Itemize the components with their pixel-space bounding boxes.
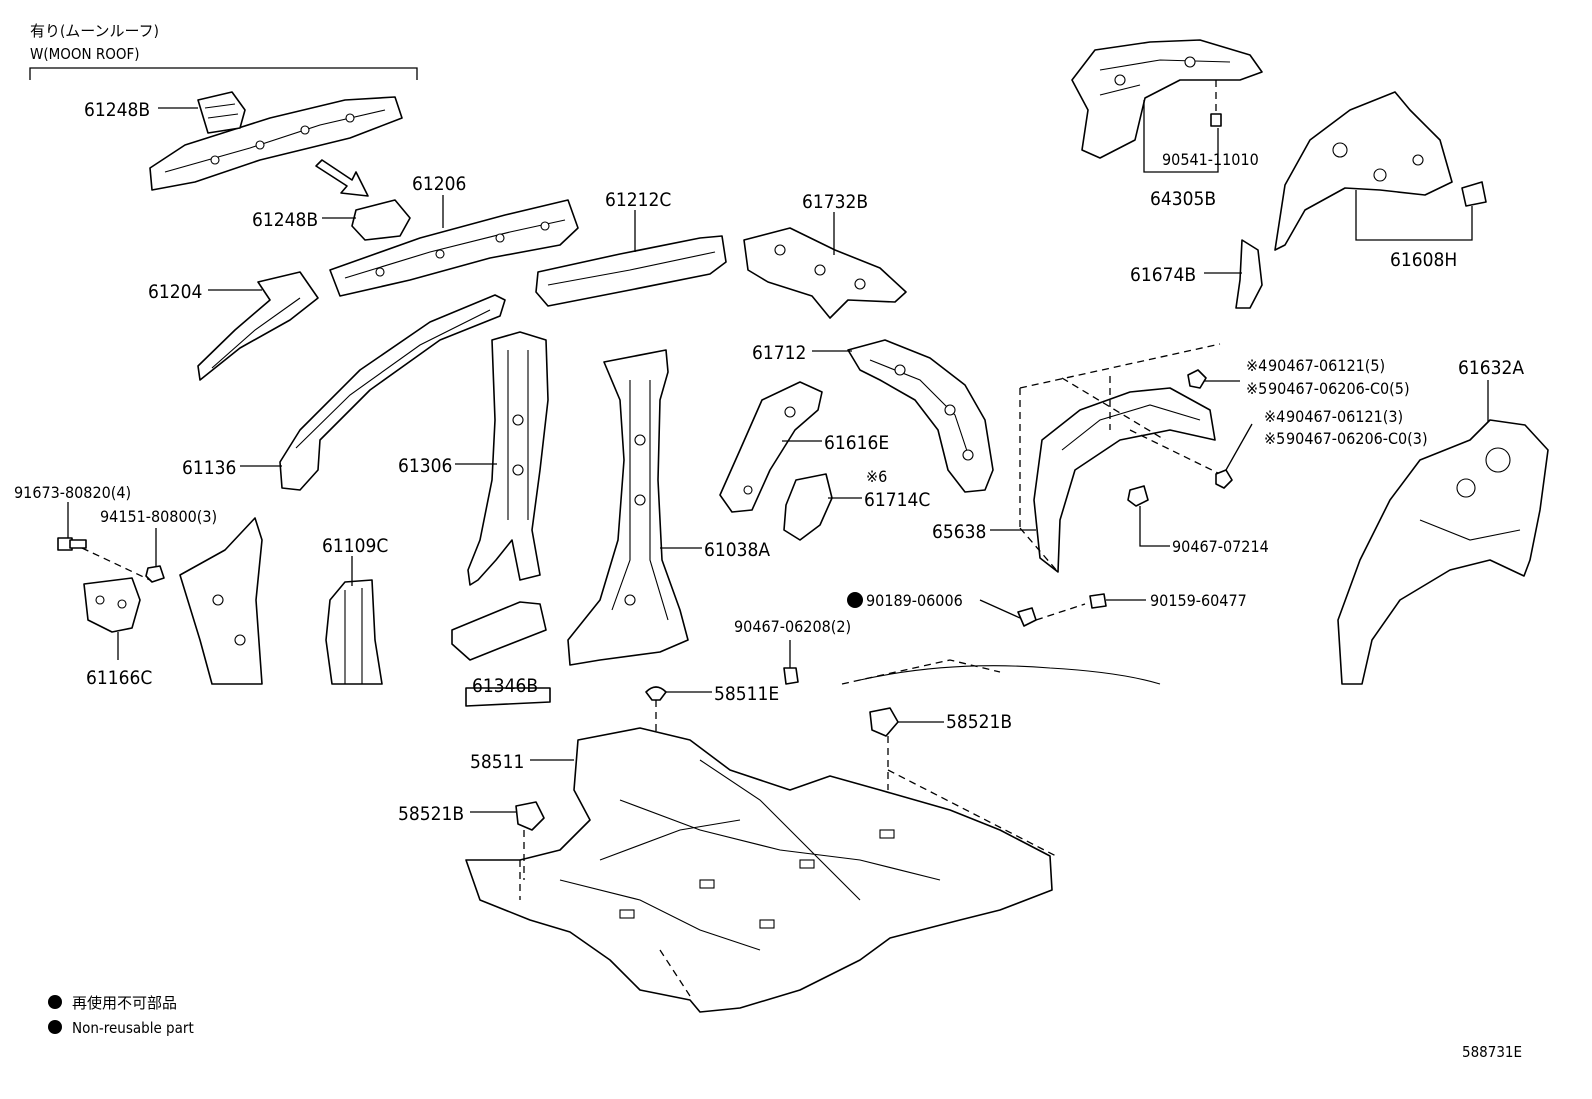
part-label-58521B-a: 58521B — [946, 711, 1012, 733]
part-label-61674B: 61674B — [1130, 264, 1196, 286]
floor-dash-hint — [841, 659, 1001, 685]
variant-label-en: W(MOON ROOF) — [30, 45, 140, 63]
part-label-90541: 90541-11010 — [1162, 150, 1259, 169]
part-label-94151: 94151-80800(3) — [100, 507, 217, 526]
legend-label-en: Non-reusable part — [72, 1019, 194, 1037]
screw-90159-icon — [1089, 593, 1107, 609]
part-label-58521B-b: 58521B — [398, 803, 464, 825]
bracket-61166C-drawing — [83, 577, 141, 633]
bracket-61714C-drawing — [783, 473, 833, 541]
part-label-61206: 61206 — [412, 173, 466, 195]
legend-dot-en-icon — [48, 1020, 62, 1034]
part-label-90467-06121-5: 90467-06121(5) — [1268, 356, 1385, 375]
floor-carpet-58511-drawing — [465, 727, 1053, 1013]
bolt-90541-icon — [1210, 113, 1222, 127]
clip-lower-icon — [1215, 469, 1233, 489]
part-label-61346B: 61346B — [472, 675, 538, 697]
part-label-61248B-b: 61248B — [252, 209, 318, 231]
part-label-61732B: 61732B — [802, 191, 868, 213]
leader-64305B — [1143, 100, 1219, 173]
floor-edge-hint — [859, 665, 1161, 685]
leader-61608H — [1355, 190, 1473, 241]
part-label-61248B-a: 61248B — [84, 99, 150, 121]
part-label-90467-06206-5: 90467-06206-C0(5) — [1268, 379, 1410, 398]
part-label-61616E: 61616E — [824, 432, 889, 454]
dash-bolt-nut — [81, 547, 151, 581]
part-label-65638: 65638 — [932, 521, 986, 543]
center-pillar-61038A-drawing — [567, 349, 689, 666]
clip-90189-icon — [1017, 607, 1037, 627]
legend: 再使用不可部品 Non-reusable part — [48, 994, 194, 1037]
variant-label-jp: 有り(ムーンルーフ) — [30, 22, 159, 40]
wheelhouse-61608H-drawing — [1274, 91, 1487, 251]
moon-roof-variant-header: 有り(ムーンルーフ) W(MOON ROOF) — [29, 22, 418, 80]
part-label-61038A: 61038A — [704, 539, 770, 561]
part-label-90189: 90189-06006 — [866, 591, 963, 610]
part-label-90467-06121-3: 90467-06121(3) — [1286, 407, 1403, 426]
clip-58521B-a-icon — [869, 707, 899, 737]
quarter-inner-61712-drawing — [847, 339, 994, 493]
variant-bracket — [29, 67, 418, 80]
rocker-61109C-drawing — [325, 579, 383, 685]
non-reusable-marker-icon — [847, 592, 863, 608]
part-label-90159: 90159-60477 — [1150, 591, 1247, 610]
front-pillar-lower-drawing — [179, 517, 263, 685]
clip-upper-icon — [1187, 369, 1207, 389]
floor-dash-lines — [519, 860, 691, 997]
clip-58521B-b-icon — [515, 801, 545, 831]
note-5a: ※5 — [1246, 379, 1267, 398]
part-label-61136: 61136 — [182, 457, 236, 479]
reinforcement-61616E-drawing — [719, 381, 823, 513]
leader-90189 — [979, 599, 1021, 619]
note-4a: ※4 — [1246, 356, 1267, 375]
part-label-90467-06206-3: 90467-06206-C0(3) — [1286, 429, 1428, 448]
windshield-header-61204-drawing — [197, 271, 319, 381]
part-label-61204: 61204 — [148, 281, 202, 303]
leader-90467-07214 — [1139, 506, 1170, 547]
center-pillar-61306-drawing — [467, 331, 549, 586]
part-label-61712: 61712 — [752, 342, 806, 364]
part-label-58511E: 58511E — [714, 683, 779, 705]
figure-id: 588731E — [1462, 1043, 1522, 1061]
legend-label-jp: 再使用不可部品 — [72, 994, 177, 1012]
direction-arrow — [315, 159, 369, 197]
gusset-61732B-drawing — [743, 227, 907, 319]
part-label-58511: 58511 — [470, 751, 524, 773]
part-label-61608H: 61608H — [1390, 249, 1457, 271]
legend-dot-jp-icon — [48, 995, 62, 1009]
note-61714C: ※6 — [866, 467, 887, 486]
roof-side-rail-drawing — [149, 91, 403, 191]
roof-reinforcement-61206-drawing — [329, 199, 579, 297]
nut-94151-icon — [145, 565, 165, 583]
leader-clip-lower — [1225, 423, 1253, 471]
bracket-61248B-b-drawing — [351, 199, 411, 241]
note-5b: ※5 — [1264, 429, 1285, 448]
part-label-64305B: 64305B — [1150, 188, 1216, 210]
part-label-61632A: 61632A — [1458, 357, 1524, 379]
part-label-61212C: 61212C — [605, 189, 671, 211]
roof-side-inner-61212C-drawing — [535, 235, 727, 307]
part-label-91673: 91673-80820(4) — [14, 483, 131, 502]
dash-58521B-a — [887, 736, 1057, 857]
note-4b: ※4 — [1264, 407, 1285, 426]
liner-dash-lines — [1019, 343, 1221, 573]
part-label-61109C: 61109C — [322, 535, 388, 557]
upper-back-64305B-drawing — [1071, 39, 1263, 159]
part-label-61714C: 61714C — [864, 489, 930, 511]
clip-58511E-icon — [645, 686, 667, 701]
part-label-90467-06208: 90467-06208(2) — [734, 617, 851, 636]
bracket-61674B-drawing — [1235, 239, 1263, 309]
bracket-61346B-drawing — [451, 601, 551, 707]
part-label-90467-07214: 90467-07214 — [1172, 537, 1269, 556]
front-pillar-61136-drawing — [279, 294, 506, 491]
clip-90467-07214-icon — [1127, 485, 1149, 507]
bolt-91673-icon — [57, 537, 87, 551]
part-label-61306: 61306 — [398, 455, 452, 477]
quarter-panel-61632A-drawing — [1337, 419, 1549, 685]
wheel-liner-65638-drawing — [1033, 387, 1216, 573]
part-label-61166C: 61166C — [86, 667, 152, 689]
dash-90189-90159 — [1035, 603, 1086, 621]
clip-90467-06208-icon — [783, 667, 799, 685]
